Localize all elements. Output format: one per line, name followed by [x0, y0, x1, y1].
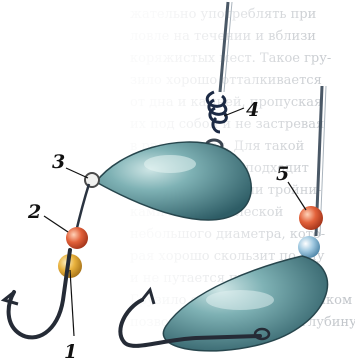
label-bead-lower: 1 [64, 341, 77, 363]
ring-icon [85, 173, 99, 187]
label-bead-upper: 2 [27, 201, 41, 223]
label-bead-right: 5 [276, 163, 289, 185]
bead-blue-right [298, 236, 320, 258]
bead-orange-left [66, 227, 88, 249]
label-ring: 3 [52, 151, 65, 173]
label-knot: 4 [246, 99, 259, 121]
bead-orange-right [299, 206, 323, 230]
